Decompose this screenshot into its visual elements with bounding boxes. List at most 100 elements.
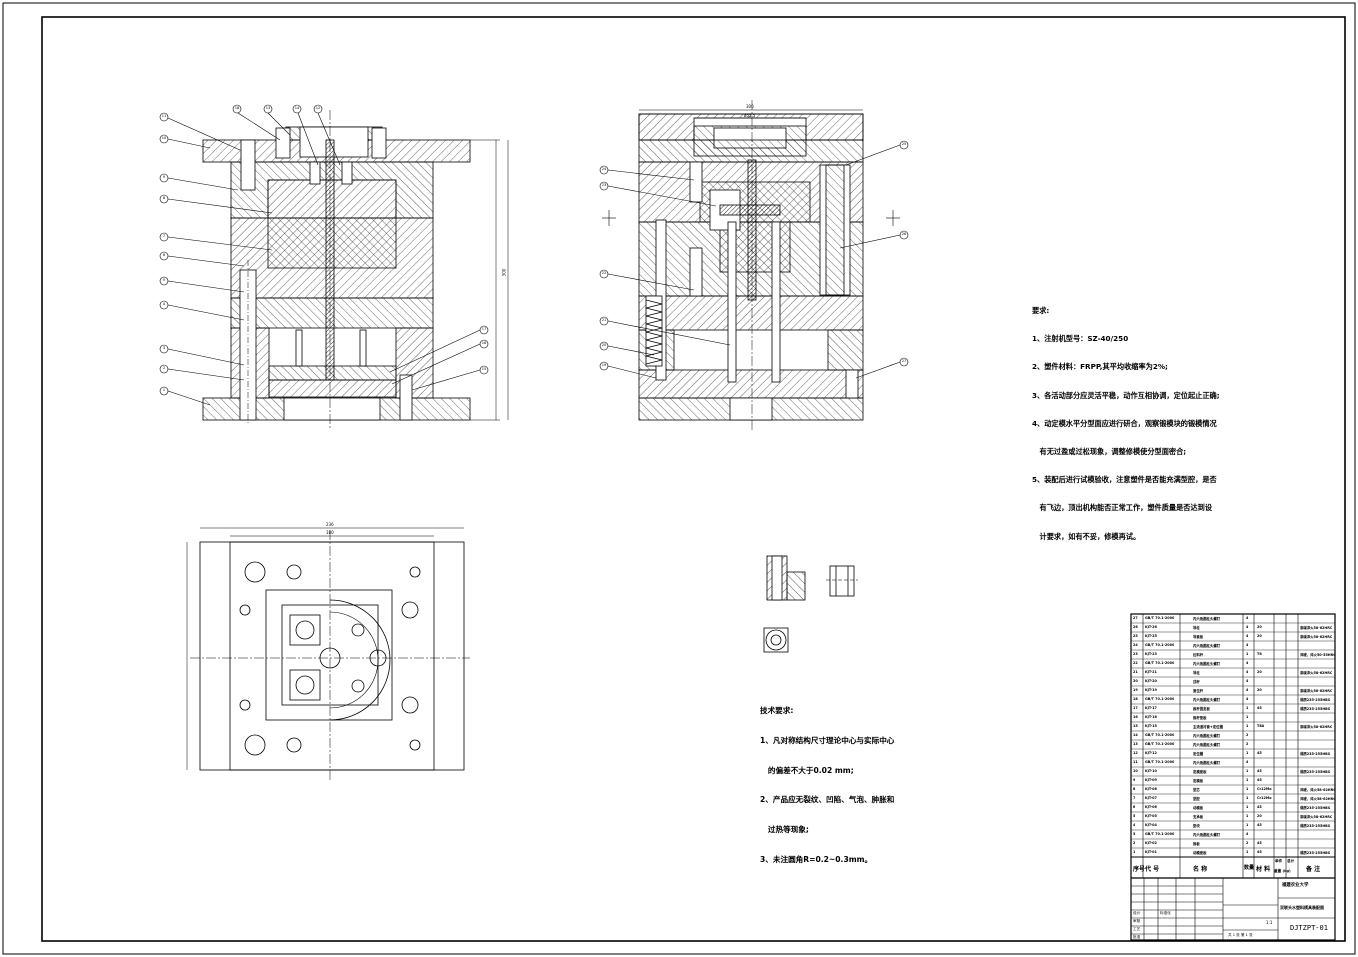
bom-cell-qty: 1 bbox=[1246, 715, 1249, 719]
part-callout: 14 bbox=[294, 106, 300, 111]
part-callout: 5 bbox=[162, 278, 166, 283]
bom-cell-code: KJT-16 bbox=[1145, 715, 1157, 719]
bom-cell-no: 27 bbox=[1133, 616, 1138, 620]
bom-cell-note: 渗碳淬火58-62HRC bbox=[1300, 626, 1333, 630]
bom-cell-material: 45 bbox=[1257, 778, 1262, 782]
bom-cell-name: 内六角圆柱头螺钉 bbox=[1193, 743, 1221, 747]
bom-cell-qty: 1 bbox=[1246, 850, 1249, 854]
part-callout: 20 bbox=[601, 343, 607, 348]
bom-header-unit: 单件 bbox=[1275, 859, 1283, 863]
bom-cell-code: GB/T 70.1-2000 bbox=[1145, 760, 1175, 764]
bom-cell-name: 垫块 bbox=[1193, 824, 1200, 828]
part-callout: 18 bbox=[234, 106, 240, 111]
bom-cell-no: 3 bbox=[1133, 832, 1136, 836]
dimension-plan-width: 236 bbox=[326, 522, 334, 527]
part-callout: 21 bbox=[601, 318, 607, 323]
requirement-line: 1、注射机型号：SZ-40/250 bbox=[1032, 334, 1129, 344]
bom-cell-no: 17 bbox=[1133, 706, 1138, 710]
bom-cell-name: 内六角圆柱头螺钉 bbox=[1193, 617, 1221, 621]
part-callout: 17 bbox=[481, 327, 487, 332]
part-callout: 26 bbox=[901, 232, 907, 237]
part-callout: 8 bbox=[162, 196, 166, 201]
bom-cell-code: GB/T 70.1-2000 bbox=[1145, 616, 1175, 620]
bom-cell-material: 20 bbox=[1257, 625, 1262, 629]
bom-cell-qty: 1 bbox=[1246, 805, 1249, 809]
bom-cell-code: KJT-25 bbox=[1145, 634, 1157, 638]
part-callout: 23 bbox=[601, 183, 607, 188]
bom-cell-code: KJT-19 bbox=[1145, 688, 1157, 692]
part-callout: 10 bbox=[161, 136, 167, 141]
requirement-line: 2、塑件材料：FRPP,其平均收缩率为2%; bbox=[1032, 362, 1168, 372]
bom-cell-note: 淬硬，淬火50-55HRC bbox=[1300, 653, 1336, 657]
bom-cell-code: GB/T 70.1-2000 bbox=[1145, 697, 1175, 701]
requirements-title: 要求: bbox=[1032, 306, 1050, 315]
bom-cell-qty: 4 bbox=[1246, 616, 1249, 620]
dimension-plan-width-2: 180 bbox=[326, 530, 334, 535]
bom-cell-no: 6 bbox=[1133, 805, 1136, 809]
part-callout: 27 bbox=[901, 359, 907, 364]
requirement-line: 3、各活动部分应灵活平稳，动作互相协调，定位起止正确; bbox=[1032, 390, 1220, 400]
part-callout: 2 bbox=[162, 366, 166, 371]
bom-cell-no: 16 bbox=[1133, 715, 1138, 719]
bom-cell-no: 13 bbox=[1133, 742, 1138, 746]
bom-cell-material: 45 bbox=[1257, 850, 1262, 854]
bom-cell-no: 11 bbox=[1133, 760, 1138, 764]
bom-cell-material: 45 bbox=[1257, 841, 1262, 845]
bom-cell-note: 淬硬，淬火58-62HRC bbox=[1300, 797, 1336, 801]
bom-cell-code: KJT-20 bbox=[1145, 679, 1157, 683]
bom-cell-note: 渗碳淬火58-62HRC bbox=[1300, 671, 1333, 675]
school-name: 福建农业大学 bbox=[1282, 883, 1309, 888]
bom-cell-qty: 2 bbox=[1246, 733, 1249, 737]
bom-cell-name: 定模板 bbox=[1193, 779, 1204, 783]
requirement-line: 5、装配后进行试模验收，注意塑件是否能充满型腔，是否 bbox=[1032, 475, 1217, 485]
bom-cell-note: 渗碳淬火58-62HRC bbox=[1300, 689, 1333, 693]
bom-cell-name: 内六角圆柱头螺钉 bbox=[1193, 734, 1221, 738]
bom-cell-qty: 4 bbox=[1246, 832, 1249, 836]
tech-line: 1、凡对称结构尺寸理论中心与实际中心 bbox=[760, 735, 895, 745]
technical-requirements: 技术要求: 1、凡对称结构尺寸理论中心与实际中心 的偏差不大于0.02 mm; … bbox=[760, 687, 894, 875]
right-callouts bbox=[599, 140, 909, 379]
bom-cell-no: 10 bbox=[1133, 769, 1138, 773]
part-callout: 7 bbox=[162, 234, 166, 239]
bom-cell-material: 20 bbox=[1257, 634, 1262, 638]
bom-cell-name: 导柱 bbox=[1193, 671, 1200, 675]
left-callouts bbox=[159, 104, 489, 406]
bom-cell-qty: 1 bbox=[1246, 778, 1249, 782]
bom-row: 27 GB/T 70.1-2000 内六角圆柱头螺钉 4 bbox=[1131, 614, 1335, 623]
bom-cell-code: KJT-07 bbox=[1145, 796, 1157, 800]
part-callout: 4 bbox=[162, 302, 166, 307]
bom-header-qty: 数量 bbox=[1244, 865, 1255, 871]
part-callout: 15 bbox=[481, 367, 487, 372]
part-callout: 25 bbox=[901, 142, 907, 147]
dimension-height: 300 bbox=[501, 268, 507, 277]
bom-cell-note: 调质235-255HBS bbox=[1300, 707, 1331, 711]
bom-cell-name: 内六角圆柱头螺钉 bbox=[1193, 698, 1221, 702]
bom-cell-code: KJT-06 bbox=[1145, 805, 1157, 809]
bom-cell-no: 7 bbox=[1133, 796, 1136, 800]
bom-cell-name: 推板 bbox=[1193, 842, 1200, 846]
bom-cell-qty: 4 bbox=[1246, 760, 1249, 764]
tech-line: 过热等现象; bbox=[760, 825, 809, 835]
bom-header-note: 备 注 bbox=[1306, 866, 1321, 873]
bom-cell-name: 导柱 bbox=[1193, 626, 1200, 630]
tech-line: 2、产品应无裂纹、凹陷、气泡、肿胀和 bbox=[760, 795, 895, 805]
bom-cell-qty: 4 bbox=[1246, 625, 1249, 629]
bom-cell-no: 5 bbox=[1133, 814, 1136, 818]
bom-cell-no: 8 bbox=[1133, 787, 1136, 791]
bom-cell-no: 20 bbox=[1133, 679, 1138, 683]
part-callout: 1 bbox=[162, 388, 166, 393]
